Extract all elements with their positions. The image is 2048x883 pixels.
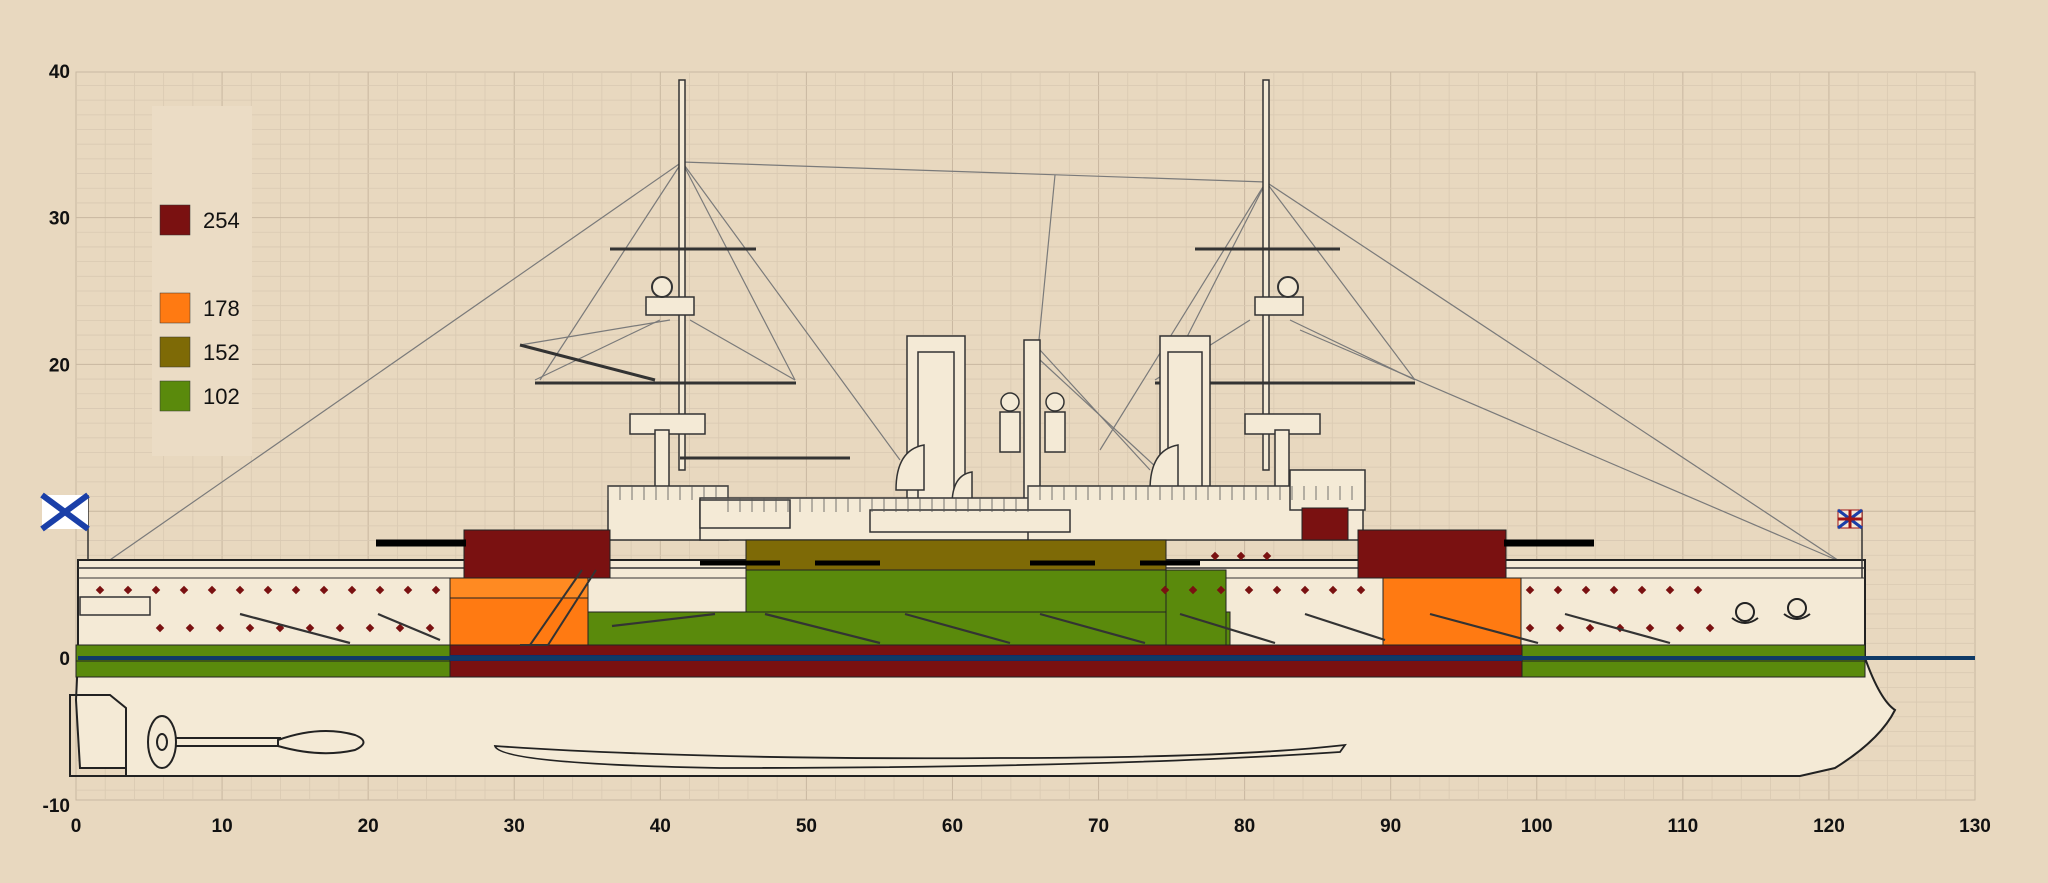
armor-254-fore-turret [463,529,611,579]
y-tick-label: 40 [49,62,70,83]
porthole [319,585,329,595]
x-tick-label: 100 [1521,816,1553,837]
rigging [83,161,1866,579]
x-tick-label: 110 [1668,816,1699,837]
x-tick-label: 70 [1088,816,1109,837]
porthole [1637,585,1647,595]
porthole [1160,585,1170,595]
x-tick-label: 0 [71,816,82,837]
x-tick-label: 10 [212,816,233,837]
legend-label-254: 254 [203,208,240,233]
y-tick-label: 20 [49,355,70,376]
x-tick-label: 40 [650,816,671,837]
anchors [1731,598,1811,624]
ventilators [895,392,1179,506]
rudder [69,694,127,777]
porthole [1188,585,1198,595]
y-axis-ticks: 40 30 20 0 -10 [43,62,70,817]
legend-swatch-102 [159,380,191,412]
porthole [1210,551,1220,561]
x-tick-label: 60 [942,816,963,837]
x-tick-label: 30 [504,816,525,837]
legend-swatch-178 [159,292,191,324]
legend-swatch-152 [159,336,191,368]
porthole [347,585,357,595]
porthole [1665,585,1675,595]
porthole [1581,585,1591,595]
fore-mast [519,79,850,501]
armor-254-conning-tower [1301,507,1349,541]
x-tick-label: 90 [1380,816,1401,837]
legend: 254 178 152 102 [152,106,252,456]
stern-rack [79,596,151,616]
propeller-shaft [147,715,365,769]
porthole [1645,623,1655,633]
armor-152-battery [745,539,1167,571]
x-tick-label: 20 [358,816,379,837]
y-tick-label: 0 [59,649,70,670]
x-tick-label: 80 [1234,816,1255,837]
x-tick-label: 130 [1959,816,1991,837]
porthole [263,585,273,595]
accommodation-ladder [520,569,597,646]
x-tick-label: 50 [796,816,817,837]
porthole [403,585,413,595]
x-axis-ticks: 0 10 20 30 40 50 60 70 80 90 100 110 120 130 [71,816,1991,837]
jack-flag-icon [1837,508,1863,578]
porthole [1525,585,1535,595]
armor-scheme [75,507,1975,678]
legend-label-178: 178 [203,296,240,321]
porthole [1675,623,1685,633]
porthole [1555,623,1565,633]
porthole [1553,585,1563,595]
bilge-keel [493,743,1347,769]
porthole [1216,585,1226,595]
x-tick-label: 120 [1813,816,1845,837]
armor-178-aft-barbette [1382,577,1522,646]
y-tick-label: 30 [49,209,70,230]
porthole [1244,585,1254,595]
porthole [1693,585,1703,595]
porthole [1300,585,1310,595]
legend-swatch-254 [159,204,191,236]
stanchions [239,612,1671,645]
porthole [1525,623,1535,633]
porthole [365,623,375,633]
porthole [431,585,441,595]
porthole [335,623,345,633]
main-mast [1155,79,1415,501]
st-andrew-ensign-icon [40,492,90,560]
porthole [375,585,385,595]
porthole [1585,623,1595,633]
porthole [395,623,405,633]
porthole [1328,585,1338,595]
porthole [1609,585,1619,595]
porthole [1356,585,1366,595]
porthole [291,585,301,595]
porthole [425,623,435,633]
porthole [1262,551,1272,561]
legend-label-102: 102 [203,384,240,409]
porthole [305,623,315,633]
porthole [1236,551,1246,561]
porthole [1705,623,1715,633]
armor-254-aft-turret [1357,529,1507,579]
porthole [1272,585,1282,595]
y-tick-label: -10 [43,796,70,817]
legend-label-152: 152 [203,340,240,365]
